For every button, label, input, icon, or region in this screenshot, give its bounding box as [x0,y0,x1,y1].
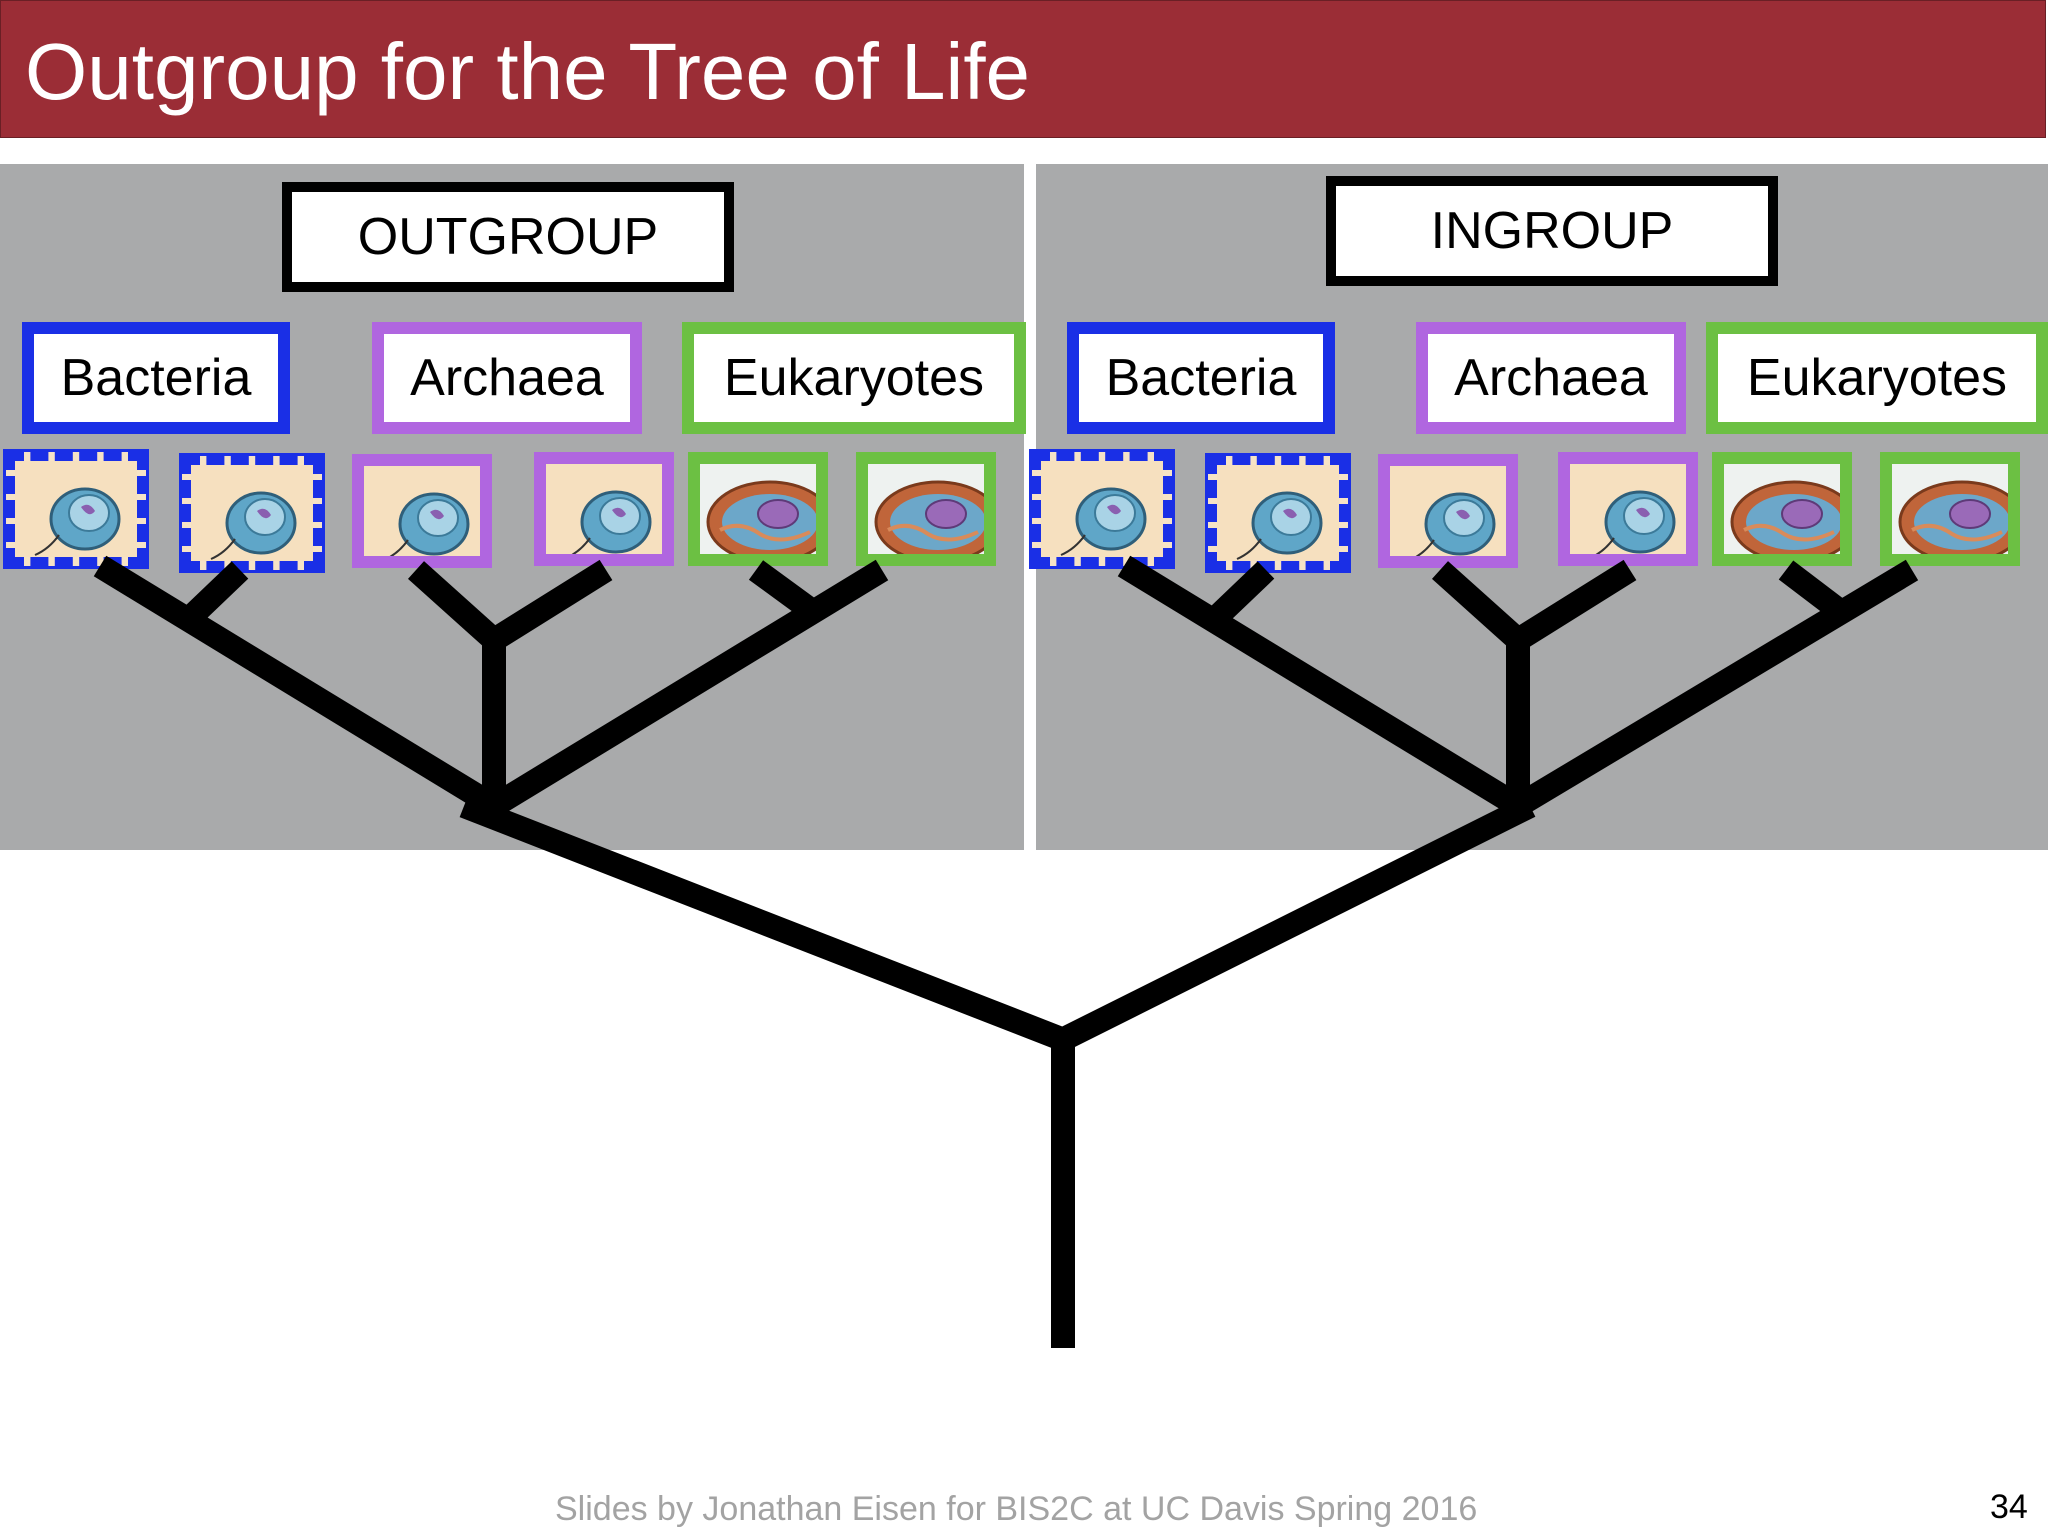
domain-label-text: Eukaryotes [1746,349,2008,407]
tree-branch [748,560,816,618]
prokaryote-cell-icon [352,454,492,568]
tree-branch [1431,561,1527,649]
domain-label-eukaryotes: Eukaryotes [682,322,1026,434]
slide-title: Outgroup for the Tree of Life [25,27,1031,116]
ingroup-label: INGROUP [1430,202,1674,260]
title-bar: Outgroup for the Tree of Life [0,0,2046,138]
eukaryote-cell-icon [1712,452,1852,566]
page-number: 34 [1990,1488,2028,1526]
eukaryote-cell-icon [1880,452,2020,566]
tree-branch [407,561,503,649]
domain-label-archaea: Archaea [1416,322,1686,434]
tree-branch [459,794,1069,1052]
outgroup-label: OUTGROUP [357,208,659,266]
domain-label-text: Eukaryotes [723,349,985,407]
tree-branch [185,561,249,623]
prokaryote-cell-icon [3,449,149,569]
domain-label-text: Bacteria [60,349,252,407]
tree-branch [487,559,613,651]
tree-branch [487,559,889,817]
tree-branch [1511,559,1919,817]
prokaryote-cell-icon [1205,453,1351,573]
prokaryote-cell-icon [1378,454,1518,568]
tree-branch [93,555,501,817]
tree-branch [1778,560,1844,618]
ingroup-label-box: INGROUP [1326,176,1778,286]
prokaryote-cell-icon [1558,452,1698,566]
domain-label-text: Bacteria [1105,349,1297,407]
slide-footer: Slides by Jonathan Eisen for BIS2C at UC… [555,1490,1478,1528]
tree-branch [1211,561,1275,623]
outgroup-label-box: OUTGROUP [282,182,734,292]
domain-label-text: Archaea [1454,349,1648,407]
domain-label-eukaryotes: Eukaryotes [1706,322,2048,434]
domain-label-bacteria: Bacteria [22,322,290,434]
domain-label-archaea: Archaea [372,322,642,434]
tree-branch [1511,559,1637,651]
domain-label-bacteria: Bacteria [1067,322,1335,434]
prokaryote-cell-icon [534,452,674,566]
eukaryote-cell-icon [856,452,996,566]
domain-label-text: Archaea [410,349,604,407]
tree-branch [1056,795,1536,1051]
prokaryote-cell-icon [179,453,325,573]
eukaryote-cell-icon [688,452,828,566]
prokaryote-cell-icon [1029,449,1175,569]
tree-branch [1117,555,1525,817]
